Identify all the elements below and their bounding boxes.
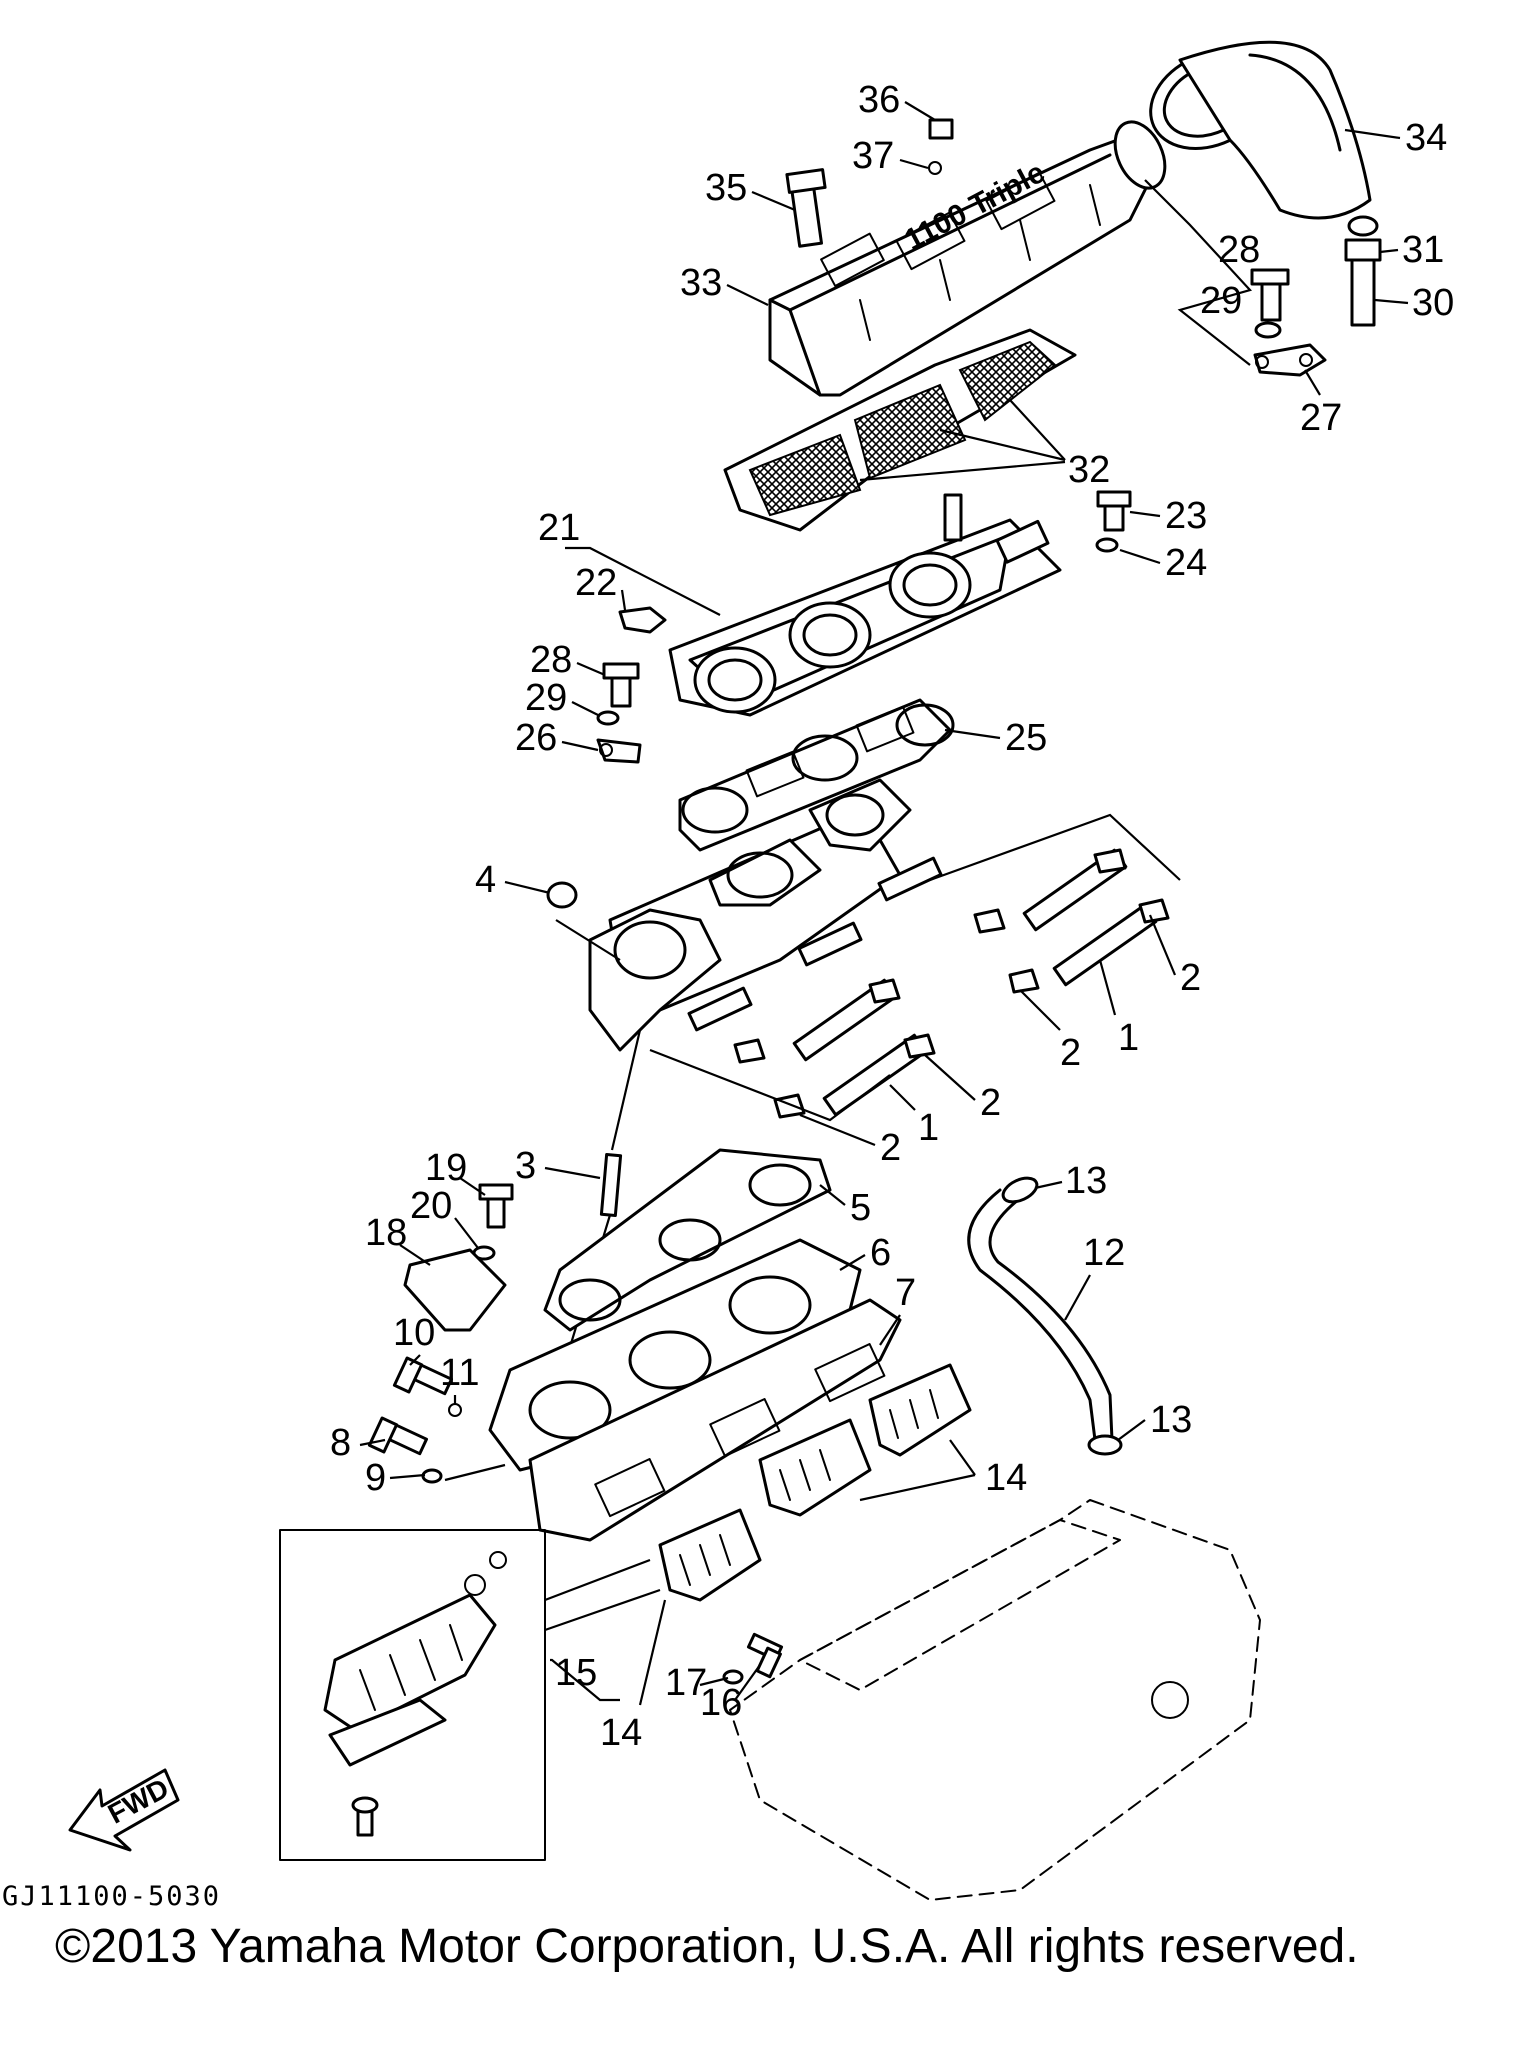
engine-block-outline — [729, 1499, 1261, 1901]
callout-29-upper: 29 — [1200, 280, 1242, 322]
callout-16: 16 — [700, 1682, 742, 1724]
callout-22: 22 — [575, 562, 617, 604]
callout-3: 3 — [515, 1145, 536, 1187]
callout-17: 17 — [665, 1662, 707, 1704]
callout-14-lower: 14 — [600, 1712, 642, 1754]
callout-12: 12 — [1083, 1232, 1125, 1274]
callout-20: 20 — [410, 1185, 452, 1227]
callout-33: 33 — [680, 262, 722, 304]
callout-13-lower: 13 — [1150, 1399, 1192, 1441]
carburetor-assembly-drawing — [555, 778, 943, 1052]
adapter-gasket-drawing — [678, 698, 955, 852]
callout-21: 21 — [538, 507, 580, 549]
manifold-bolts-drawing — [367, 1356, 506, 1484]
callout-11: 11 — [440, 1352, 479, 1394]
callout-34: 34 — [1405, 117, 1447, 159]
sensor-bracket-drawing — [1144, 179, 1382, 377]
intake-duct-drawing — [1149, 40, 1372, 220]
callout-29-lower: 29 — [525, 677, 567, 719]
callout-2-right-upper: 2 — [1180, 957, 1201, 999]
callout-23: 23 — [1165, 495, 1207, 537]
callout-2-middle: 2 — [980, 1082, 1001, 1124]
callout-labels: 36 37 35 34 33 28 31 29 30 27 32 21 23 — [330, 79, 1454, 1754]
callout-25: 25 — [1005, 717, 1047, 759]
callout-32: 32 — [1068, 449, 1110, 491]
breather-hose-drawing — [967, 1176, 1123, 1456]
manifold-gasket-drawing — [543, 1148, 832, 1332]
callout-13-upper: 13 — [1065, 1160, 1107, 1202]
forward-arrow-icon: FWD — [68, 1768, 180, 1852]
callout-28-lower: 28 — [530, 639, 572, 681]
copyright-notice: ©2013 Yamaha Motor Corporation, U.S.A. A… — [55, 1920, 1359, 1973]
callout-31: 31 — [1402, 229, 1444, 271]
adapter-hardware-drawing — [596, 490, 1132, 764]
callout-8: 8 — [330, 1422, 351, 1464]
callout-26: 26 — [515, 717, 557, 759]
callout-5: 5 — [850, 1187, 871, 1229]
callout-19: 19 — [425, 1147, 467, 1189]
stud-and-bracket-drawing — [403, 1029, 642, 1381]
callout-10: 10 — [393, 1312, 435, 1354]
callout-30: 30 — [1412, 282, 1454, 324]
reed-valves-drawing — [658, 1363, 976, 1602]
reed-bolts-drawing — [722, 1632, 784, 1685]
callout-24: 24 — [1165, 542, 1207, 584]
callout-1-lower: 1 — [918, 1107, 939, 1149]
callout-18: 18 — [365, 1212, 407, 1254]
callout-27: 27 — [1300, 397, 1342, 439]
screen-mesh-drawing — [723, 328, 1077, 532]
drawing-code: GJ11100-5030 — [2, 1881, 221, 1912]
callout-7: 7 — [895, 1272, 916, 1314]
callout-36: 36 — [858, 79, 900, 121]
callout-28-upper: 28 — [1218, 229, 1260, 271]
callout-6: 6 — [870, 1232, 891, 1274]
fuel-hoses-drawing — [649, 813, 1181, 1122]
callout-2-right-lower: 2 — [1060, 1032, 1081, 1074]
callout-14-right: 14 — [985, 1457, 1027, 1499]
cover-bolts-drawing — [785, 118, 954, 248]
callout-1-right: 1 — [1118, 1017, 1139, 1059]
callout-37: 37 — [852, 135, 894, 177]
callout-15: 15 — [555, 1652, 597, 1694]
adapter-plate-drawing — [668, 493, 1062, 717]
callout-2-lower: 2 — [880, 1127, 901, 1169]
callout-9: 9 — [365, 1457, 386, 1499]
reed-valve-detail-inset — [279, 1529, 661, 1861]
callout-35: 35 — [705, 167, 747, 209]
callout-4: 4 — [475, 859, 496, 901]
